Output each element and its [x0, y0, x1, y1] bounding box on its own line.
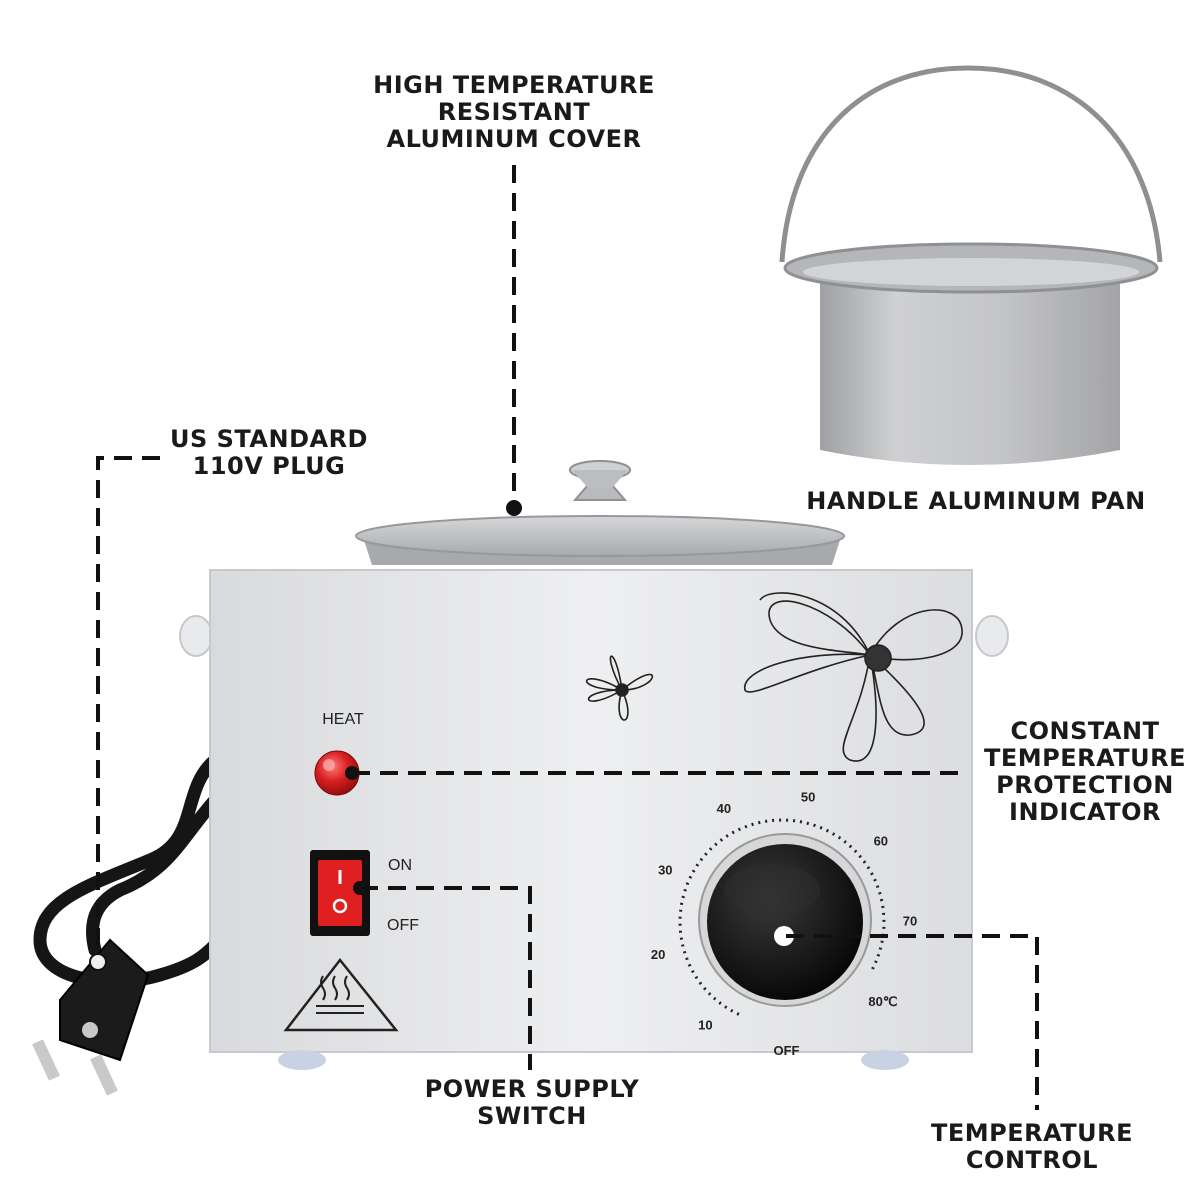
dial-tick-label: 20 — [651, 947, 665, 962]
floral-decoration — [585, 592, 963, 762]
dial-tick-label: OFF — [774, 1043, 800, 1058]
plug-callout: US STANDARD 110V PLUG — [170, 425, 368, 480]
switch-callout: POWER SUPPLY SWITCH — [424, 1075, 640, 1130]
side-handle — [975, 615, 1009, 657]
knob-pointer — [774, 926, 794, 946]
plug-callout-line — [96, 456, 160, 962]
dial-tick-label: 60 — [874, 834, 888, 849]
plug-prong — [90, 1054, 118, 1096]
pan-callout: HANDLE ALUMINUM PAN — [806, 487, 1146, 515]
dial-tick-label: 50 — [801, 790, 815, 805]
pan-body — [820, 280, 1120, 465]
indicator-callout: CONSTANT TEMPERATURE PROTECTION INDICATO… — [983, 717, 1187, 826]
temperature-knob[interactable] — [698, 833, 872, 1007]
switch-off-label: OFF — [387, 917, 419, 934]
temperature-dial: OFF 10 20 30 40 50 60 70 80℃ — [651, 790, 917, 1058]
dial-tick-label: 30 — [658, 862, 672, 877]
heat-label: HEAT — [322, 711, 364, 728]
foot — [278, 1050, 326, 1070]
heat-warning-icon — [283, 957, 399, 1032]
dial-tick-label: 40 — [717, 801, 731, 816]
switch-on-label: ON — [388, 857, 412, 874]
aluminum-pan — [779, 65, 1163, 465]
callout-dots — [89, 500, 522, 971]
aluminum-lid — [355, 460, 845, 565]
pan-handle — [779, 65, 1163, 263]
dial-tick-label: 10 — [698, 1018, 712, 1033]
foot — [861, 1050, 909, 1070]
dial-tick-label: 70 — [903, 913, 917, 928]
power-switch[interactable] — [310, 850, 370, 936]
dial-tick-labels: OFF 10 20 30 40 50 60 70 80℃ — [651, 790, 917, 1058]
temperature-callout: TEMPERATURE CONTROL — [930, 1119, 1134, 1174]
callout-lines — [96, 165, 1039, 1110]
power-cord — [32, 753, 222, 1096]
wax-warmer: HEAT ON OFF OFF 10 20 30 40 50 60 70 80℃ — [179, 460, 1009, 1070]
side-handle — [179, 615, 213, 657]
plug-prong — [32, 1039, 60, 1081]
dial-tick-label: 80℃ — [868, 994, 897, 1009]
switch-callout-line — [360, 886, 532, 1070]
cover-callout: HIGH TEMPERATURE RESISTANT ALUMINUM COVE… — [373, 71, 655, 153]
temperature-callout-line — [786, 934, 1039, 1110]
